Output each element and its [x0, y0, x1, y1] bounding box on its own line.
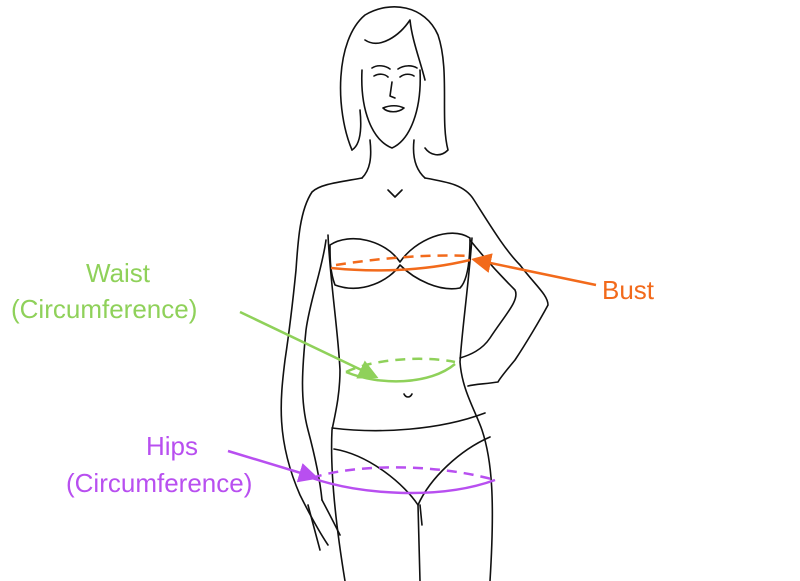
hips-label: Hips [146, 431, 199, 461]
hips-solid-line [311, 476, 496, 495]
waist-measurement [239, 310, 456, 383]
woman-figure-outline [280, 6, 549, 581]
waist-label: Waist [86, 258, 151, 288]
bust-label: Bust [602, 275, 655, 305]
hips-measurement [227, 449, 496, 495]
waist-arrow-icon [239, 310, 379, 379]
bust-arrow-icon [471, 253, 597, 287]
hips-subtitle: (Circumference) [66, 468, 253, 498]
bust-measurement [330, 253, 597, 287]
hips-dashed-line [311, 466, 496, 482]
waist-subtitle: (Circumference) [11, 294, 198, 324]
bust-dashed-line [335, 254, 471, 267]
bust-solid-line [330, 258, 471, 272]
hips-arrow-icon [227, 449, 319, 483]
waist-dashed-line [345, 357, 456, 374]
